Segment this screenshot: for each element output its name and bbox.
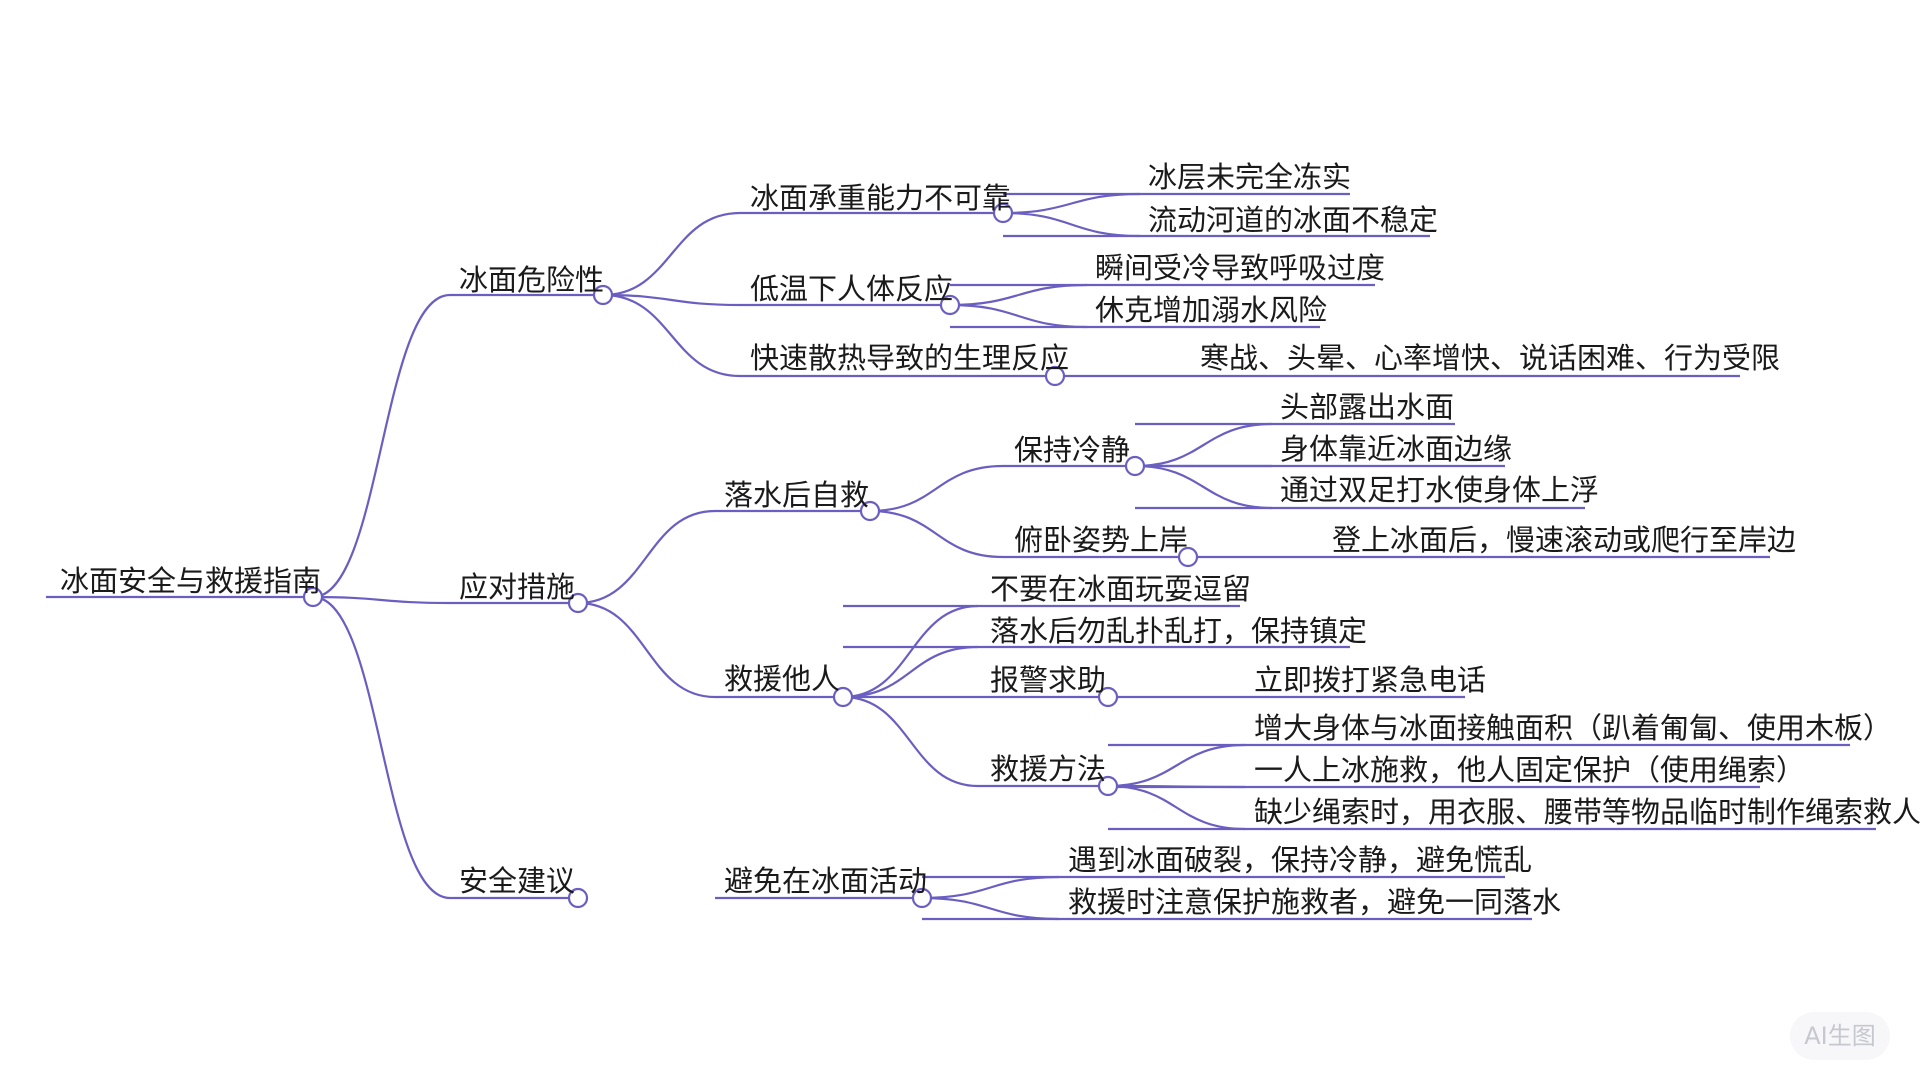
conn-root-advice <box>312 595 451 900</box>
conn-calm-leaf-0 <box>1134 422 1273 468</box>
collapse-toggle-alarm[interactable] <box>1097 686 1119 708</box>
conn-response-selfrescue <box>577 509 716 605</box>
conn-rescue-methods <box>842 695 979 788</box>
node-methods: 救援方法 <box>990 752 1107 786</box>
collapse-toggle-danger[interactable] <box>592 284 614 306</box>
ai-generated-badge: AI生图 <box>1790 1012 1890 1060</box>
collapse-toggle-rescue[interactable] <box>832 686 854 708</box>
node-advice: 安全建议 <box>459 864 576 898</box>
leaf-bearing-1: 流动河道的冰面不稳定 <box>1148 203 1439 237</box>
conn-root-danger <box>312 293 451 599</box>
node-rescue: 救援他人 <box>724 662 841 696</box>
node-selfrescue: 落水后自救 <box>724 478 870 512</box>
conn-bearing-leaf-0 <box>1002 192 1141 215</box>
conn-danger-lowtemp <box>602 293 741 307</box>
leaf-avoid-1: 救援时注意保护施救者，避免一同落水 <box>1068 885 1562 919</box>
leaf-alarm-0: 立即拨打紧急电话 <box>1254 663 1487 697</box>
node-nopanic: 落水后勿乱扑乱打，保持镇定 <box>990 614 1368 648</box>
leaf-methods-0: 增大身体与冰面接触面积（趴着匍匐、使用木板） <box>1254 711 1893 745</box>
conn-danger-bearing <box>602 211 741 297</box>
node-avoid: 避免在冰面活动 <box>724 864 928 898</box>
collapse-toggle-root[interactable] <box>302 586 324 608</box>
node-bearing: 冰面承重能力不可靠 <box>750 181 1012 215</box>
leaf-calm-0: 头部露出水面 <box>1280 390 1455 424</box>
conn-rescue-nopanic <box>842 645 979 699</box>
node-alarm: 报警求助 <box>990 663 1107 697</box>
conn-lowtemp-leaf-0 <box>949 283 1088 307</box>
conn-selfrescue-prone <box>869 509 1004 559</box>
conn-root-response <box>312 595 451 605</box>
leaf-lowtemp-0: 瞬间受冷导致呼吸过度 <box>1095 251 1386 285</box>
collapse-toggle-calm[interactable] <box>1124 455 1146 477</box>
leaf-calm-2: 通过双足打水使身体上浮 <box>1280 473 1600 507</box>
collapse-toggle-advice[interactable] <box>567 887 589 909</box>
conn-methods-leaf-0 <box>1107 743 1246 788</box>
conn-avoid-leaf-0 <box>921 875 1060 900</box>
leaf-avoid-0: 遇到冰面破裂，保持冷静，避免慌乱 <box>1068 843 1533 877</box>
collapse-toggle-avoid[interactable] <box>911 887 933 909</box>
conn-selfrescue-calm <box>869 464 1004 513</box>
conn-methods-leaf-2 <box>1107 784 1246 831</box>
leaf-methods-1: 一人上冰施救，他人固定保护（使用绳索） <box>1254 753 1806 787</box>
conn-calm-leaf-2 <box>1134 464 1273 510</box>
node-calm: 保持冷静 <box>1014 433 1131 467</box>
leaf-prone-0: 登上冰面后，慢速滚动或爬行至岸边 <box>1332 523 1797 557</box>
leaf-calm-1: 身体靠近冰面边缘 <box>1280 432 1513 466</box>
leaf-methods-2: 缺少绳索时，用衣服、腰带等物品临时制作绳索救人 <box>1254 795 1920 829</box>
leaf-lowtemp-1: 休克增加溺水风险 <box>1095 293 1328 327</box>
node-lowtemp: 低温下人体反应 <box>750 272 954 306</box>
conn-rescue-noplay <box>842 604 979 699</box>
node-heatloss: 快速散热导致的生理反应 <box>750 341 1070 375</box>
conn-lowtemp-leaf-1 <box>949 303 1088 329</box>
leaf-bearing-0: 冰层未完全冻实 <box>1148 160 1352 194</box>
collapse-toggle-heatloss[interactable] <box>1044 365 1066 387</box>
node-response: 应对措施 <box>459 570 576 604</box>
conn-danger-heatloss <box>602 293 741 378</box>
node-danger: 冰面危险性 <box>459 263 605 297</box>
conn-bearing-leaf-1 <box>1002 211 1141 238</box>
node-noplay: 不要在冰面玩耍逗留 <box>990 572 1252 606</box>
collapse-toggle-response[interactable] <box>567 592 589 614</box>
collapse-toggle-bearing[interactable] <box>992 202 1014 224</box>
collapse-toggle-selfrescue[interactable] <box>859 500 881 522</box>
collapse-toggle-lowtemp[interactable] <box>939 294 961 316</box>
leaf-heatloss-0: 寒战、头晕、心率增快、说话困难、行为受限 <box>1200 341 1781 375</box>
conn-response-rescue <box>577 601 716 699</box>
collapse-toggle-prone[interactable] <box>1177 546 1199 568</box>
node-root: 冰面安全与救援指南 <box>60 564 322 598</box>
conn-avoid-leaf-1 <box>921 896 1060 921</box>
node-prone: 俯卧姿势上岸 <box>1014 523 1189 557</box>
collapse-toggle-methods[interactable] <box>1097 775 1119 797</box>
